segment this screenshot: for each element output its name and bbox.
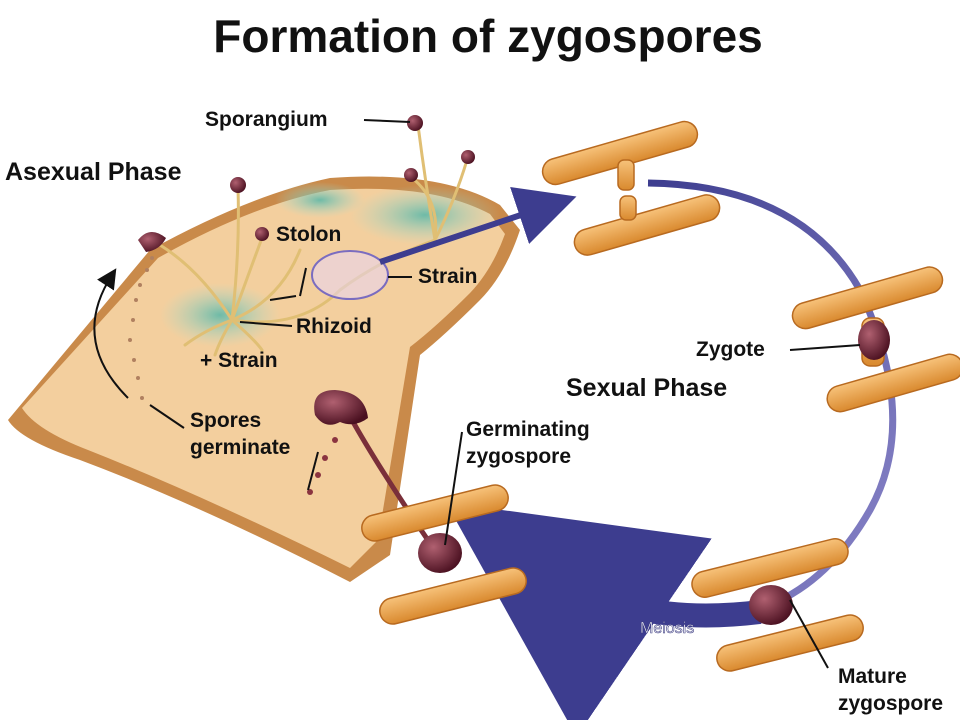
germinating-sporangium (314, 390, 368, 425)
sporangium-left-2 (255, 227, 269, 241)
asexual-phase-label: Asexual Phase (5, 158, 182, 186)
diagram-title: Formation of zygospores (213, 10, 762, 62)
label-zygote: Zygote (696, 338, 765, 361)
label-germinating-zygospore-2: zygospore (466, 445, 571, 468)
released-spores (128, 256, 154, 400)
label-stolon: Stolon (276, 223, 341, 246)
label-spores-germinate-2: germinate (190, 436, 290, 459)
zygote (858, 320, 890, 360)
mold-patch-top (275, 182, 365, 218)
sporangium-left-1 (230, 177, 246, 193)
label-rhizoid: Rhizoid (296, 315, 372, 338)
sexual-phase-arrow (379, 187, 577, 265)
label-mature-zygospore-1: Mature (838, 665, 907, 688)
label-strain-minus: Strain (418, 265, 478, 288)
mature-zygospore (749, 585, 793, 625)
sexual-phase-label: Sexual Phase (566, 374, 727, 402)
mold-patch-left (160, 283, 280, 347)
meiosis-arrow (445, 502, 762, 720)
spore-cycle-arrow (93, 268, 129, 399)
leader-lines (149, 119, 861, 669)
sporangium-right-1 (404, 168, 418, 182)
tubes (361, 120, 960, 672)
sporangium-right-2 (461, 150, 475, 164)
germinating-stalk (349, 418, 441, 557)
germinating-spores (307, 437, 338, 495)
label-sporangium: Sporangium (205, 108, 328, 131)
mating-region (311, 250, 389, 300)
label-germinating-zygospore-1: Germinating (466, 418, 590, 441)
sporangium-bursting (138, 231, 166, 252)
sporangium-top (407, 115, 423, 131)
label-spores-germinate-1: Spores (190, 409, 261, 432)
label-mature-zygospore-2: zygospore (838, 692, 943, 715)
germinating-zygospore (418, 533, 462, 573)
mold-patch-right (350, 185, 500, 245)
label-meiosis: Meiosis (640, 620, 694, 637)
label-strain-plus: + Strain (200, 349, 278, 372)
